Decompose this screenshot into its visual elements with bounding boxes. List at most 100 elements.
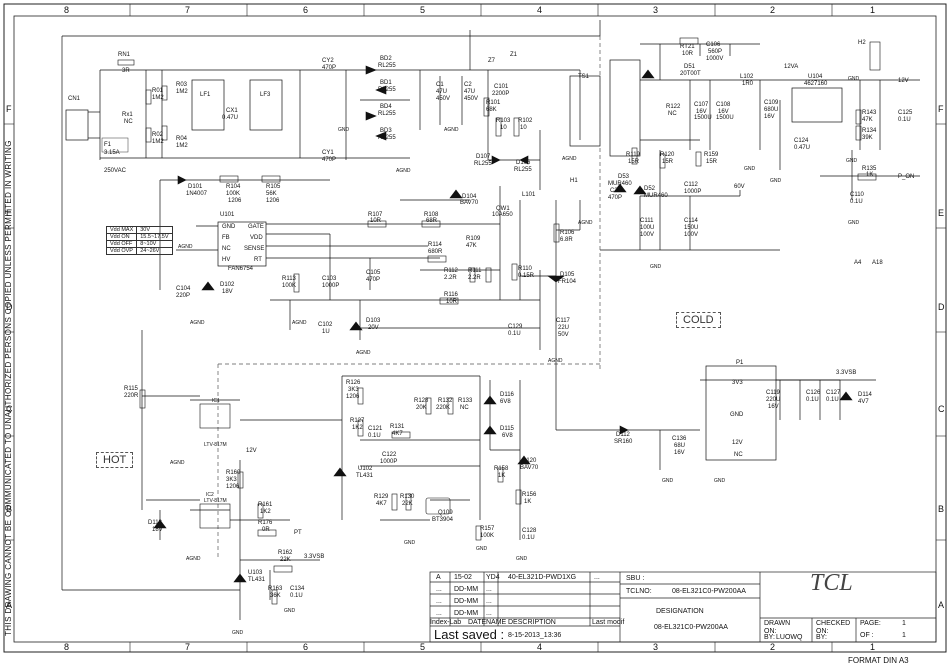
label: NC <box>460 405 469 411</box>
title-block-lines <box>429 571 937 643</box>
label: 1500U <box>694 115 712 121</box>
label: TS1 <box>578 74 590 80</box>
label: D106 <box>516 160 531 166</box>
label: CY2 <box>322 58 334 64</box>
row-a-label: A <box>938 600 945 610</box>
label: 10A650 <box>492 212 513 218</box>
label: R105 <box>266 184 281 190</box>
label: A18 <box>872 260 883 266</box>
label: VDD <box>250 235 263 241</box>
label: GND <box>744 166 756 172</box>
label: R161 <box>258 502 273 508</box>
hdr-index: Index-Lab <box>430 619 462 626</box>
label: D112 <box>616 432 630 438</box>
label: 1K2 <box>352 425 363 431</box>
label: 4K7 <box>392 431 403 437</box>
label: 1R0 <box>742 81 754 87</box>
label: 220U <box>766 397 781 403</box>
label: 1M2 <box>152 95 164 101</box>
label: RL255 <box>474 161 492 167</box>
last-saved-label: Last saved : <box>434 627 505 642</box>
label: RN1 <box>118 52 131 58</box>
label: R110 <box>518 266 532 272</box>
label: D114 <box>858 392 872 398</box>
label: AGND <box>562 156 577 162</box>
label: 18V <box>152 527 163 533</box>
label: R104 <box>226 184 241 190</box>
label: LF1 <box>200 92 211 98</box>
label: 3V3 <box>732 380 743 386</box>
label: 39K <box>862 135 873 141</box>
tclno-label: TCLNO: <box>626 588 652 595</box>
label: 470P <box>322 157 337 163</box>
label: L101 <box>522 192 536 198</box>
rev-index: A <box>436 574 441 581</box>
spec-cell: 24~26V <box>136 247 173 255</box>
label: 100V <box>640 232 655 238</box>
label: IC1 <box>212 398 220 404</box>
spec-cell: Vdd ON <box>105 233 138 241</box>
col-6-label-bottom: 6 <box>303 642 309 652</box>
label: C3 <box>610 188 618 194</box>
drawn-by-value: LUOWQ <box>776 634 803 641</box>
hot-zone-label: HOT <box>96 452 134 468</box>
label: R135 <box>862 166 877 172</box>
label: C117 <box>556 318 570 324</box>
label: 0.1U <box>898 117 911 123</box>
designation-value: 08-EL321C0-PW200AA <box>654 624 728 631</box>
label: 22K <box>402 501 413 507</box>
label: 4K7 <box>376 501 387 507</box>
label: 4627160 <box>804 81 828 87</box>
label: C101 <box>494 84 509 90</box>
label: FB <box>222 235 230 241</box>
label: 100K <box>226 191 241 197</box>
label: 3R <box>122 68 130 74</box>
label: 1206 <box>346 394 360 400</box>
label: L102 <box>740 74 754 80</box>
label: 22K <box>280 557 291 563</box>
label: C106 <box>706 42 721 48</box>
label: C128 <box>522 528 537 534</box>
label: 10 <box>500 125 507 131</box>
rev-date: 15-02 <box>454 574 472 581</box>
label: 680U <box>764 107 779 113</box>
row-f-label: F <box>938 104 944 114</box>
row-a-label-left: A <box>6 600 13 610</box>
label: FR104 <box>558 279 577 285</box>
label: AGND <box>178 244 193 250</box>
label: 1N4007 <box>186 191 208 197</box>
of-label: OF : <box>860 632 874 639</box>
col-7-label-bottom: 7 <box>185 642 191 652</box>
label: 470P <box>608 195 623 201</box>
label: 0.1U <box>368 433 381 439</box>
hdr-last-modif: Last modif <box>592 619 625 626</box>
label: GND <box>846 158 858 164</box>
rev-description: 40-EL321D-PWD1XG <box>508 574 577 581</box>
label: C119 <box>766 390 780 396</box>
label: 100K <box>480 533 495 539</box>
tcl-logo: TCL <box>810 570 853 596</box>
col-7-label: 7 <box>185 5 191 15</box>
label: 0.1U <box>522 535 535 541</box>
label: BAV70 <box>520 465 539 471</box>
rev-name: YD4 <box>486 574 500 581</box>
label: 0.47U <box>222 115 239 121</box>
label: D116 <box>500 392 514 398</box>
label: GND <box>714 478 726 484</box>
label: R122 <box>666 104 681 110</box>
label: BD3 <box>380 128 392 134</box>
label: U103 <box>248 570 263 576</box>
label: 100K <box>282 283 297 289</box>
label: CY1 <box>322 150 334 156</box>
label: 12V <box>732 440 743 446</box>
label: 47U <box>436 89 448 95</box>
label: 250VAC <box>104 168 126 174</box>
col-2-label: 2 <box>770 5 776 15</box>
col-4-label-bottom: 4 <box>537 642 543 652</box>
label: NC <box>124 119 133 125</box>
label: D103 <box>366 318 381 324</box>
label: 3.15A <box>104 150 120 156</box>
label: 68R <box>426 218 438 224</box>
label: F1 <box>104 142 112 148</box>
label: D52 <box>644 186 656 192</box>
